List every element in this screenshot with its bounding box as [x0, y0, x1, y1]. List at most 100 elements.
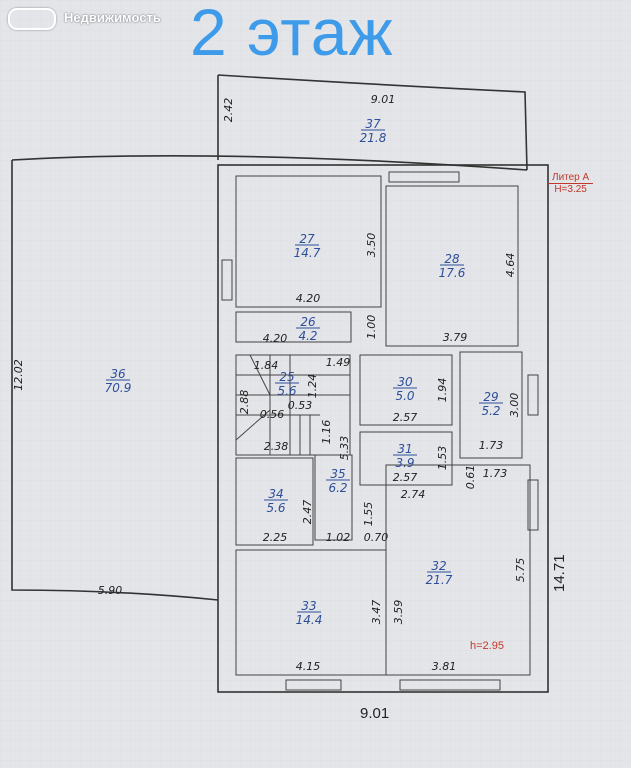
- room-label: 356.2: [326, 467, 350, 495]
- dimension-label: 1.24: [306, 374, 319, 399]
- room-number: 31: [397, 442, 412, 456]
- room-area: 17.6: [439, 266, 466, 280]
- dimension-label: 4.20: [296, 292, 321, 305]
- room-label: 345.6: [264, 487, 288, 515]
- dimension-label: 1.84: [254, 359, 279, 372]
- room-area: 5.2: [481, 404, 500, 418]
- room-32: [385, 464, 531, 676]
- dimension-label: 3.50: [365, 233, 378, 258]
- dimension-label: 4.64: [504, 253, 517, 278]
- dimension-label: 4.20: [263, 332, 288, 345]
- dimension-label: 2.47: [301, 500, 314, 525]
- room-area: 5.6: [266, 501, 285, 515]
- room-label: 295.2: [479, 390, 503, 418]
- room-number: 29: [483, 390, 498, 404]
- dimension-label: 2.42: [222, 98, 235, 123]
- overall-width: 9.01: [360, 705, 390, 722]
- room-34: [235, 457, 314, 546]
- dimension-label: 3.81: [432, 660, 457, 673]
- dimension-label: 1.49: [326, 356, 351, 369]
- room-label: 305.0: [393, 375, 417, 403]
- room-26: [235, 311, 352, 343]
- room-area: 6.2: [328, 481, 347, 495]
- staircase-icon: [235, 354, 350, 455]
- dimension-label: 0.56: [260, 408, 285, 421]
- dimension-label: 3.59: [392, 600, 405, 625]
- dimension-label: 1.53: [436, 446, 449, 471]
- room-number: 35: [330, 467, 345, 481]
- room-29: [459, 351, 523, 459]
- room-number: 30: [397, 375, 413, 389]
- room-number: 33: [301, 599, 316, 613]
- room-area: 21.8: [360, 131, 387, 145]
- dimension-label: 3.79: [443, 331, 468, 344]
- liter-name: Литер А: [548, 172, 594, 184]
- liter-label: Литер А H=3.25: [548, 172, 594, 195]
- room-30: [359, 354, 453, 426]
- dimension-label: 3.00: [508, 393, 521, 418]
- room-area: 3.9: [395, 456, 414, 470]
- dimension-label: 1.94: [436, 378, 449, 403]
- dimension-label: 1.73: [479, 439, 504, 452]
- dimension-label: 2.88: [238, 390, 251, 415]
- room-area: 5.6: [277, 384, 296, 398]
- room-label: 264.2: [296, 315, 320, 343]
- dimension-label: 0.53: [288, 399, 313, 412]
- room-label: 313.9: [393, 442, 417, 470]
- watermark-logo-icon: [8, 8, 56, 30]
- dimension-label: 2.57: [393, 411, 418, 424]
- room-area: 5.0: [395, 389, 414, 403]
- room-number: 26: [300, 315, 316, 329]
- overall-depth: 14.71: [551, 554, 568, 592]
- watermark: Недвижимость: [64, 10, 161, 25]
- room-number: 27: [299, 232, 315, 246]
- dimension-label: 1.16: [320, 420, 333, 445]
- dimension-label: 5.90: [98, 584, 123, 597]
- dimension-label: 1.00: [365, 315, 378, 340]
- room-area: 14.7: [294, 246, 321, 260]
- balcony-outline: [217, 74, 528, 171]
- dimension-label: 3.47: [370, 600, 383, 625]
- room-height-note: h=2.95: [470, 640, 504, 652]
- dimension-label: 1.55: [362, 502, 375, 527]
- room-area: 70.9: [105, 381, 132, 395]
- dimension-label: 12.02: [12, 359, 25, 391]
- dimension-label: 2.25: [263, 531, 288, 544]
- windows: [221, 171, 539, 691]
- dimension-label: 0.70: [364, 531, 389, 544]
- room-label: 255.6: [275, 370, 299, 398]
- room-area: 14.4: [296, 613, 323, 627]
- liter-height: H=3.25: [554, 184, 587, 195]
- dimension-label: 2.74: [401, 488, 426, 501]
- dimension-label: 1.73: [483, 467, 508, 480]
- room-35: [314, 454, 353, 541]
- room-number: 32: [431, 559, 446, 573]
- dimension-label: 4.15: [296, 660, 321, 673]
- dimension-label: 5.75: [514, 558, 527, 583]
- room-number: 37: [365, 117, 381, 131]
- dimension-label: 9.01: [371, 93, 396, 106]
- dimension-label: 2.57: [393, 471, 418, 484]
- page-title: 2 этаж: [190, 0, 394, 69]
- room-28: [385, 185, 519, 347]
- building-outline: [217, 164, 549, 693]
- room-25-stairs: [235, 354, 351, 456]
- dimension-label: 2.38: [264, 440, 289, 453]
- room-number: 28: [444, 252, 460, 266]
- room-number: 34: [268, 487, 283, 501]
- dimension-label: 0.61: [464, 465, 477, 490]
- room-31: [359, 431, 453, 486]
- room-area: 21.7: [426, 573, 453, 587]
- room-number: 36: [110, 367, 126, 381]
- room-area: 4.2: [298, 329, 317, 343]
- dimension-label: 1.02: [326, 531, 351, 544]
- room-27: [235, 175, 382, 308]
- dimension-label: 5.33: [338, 436, 351, 461]
